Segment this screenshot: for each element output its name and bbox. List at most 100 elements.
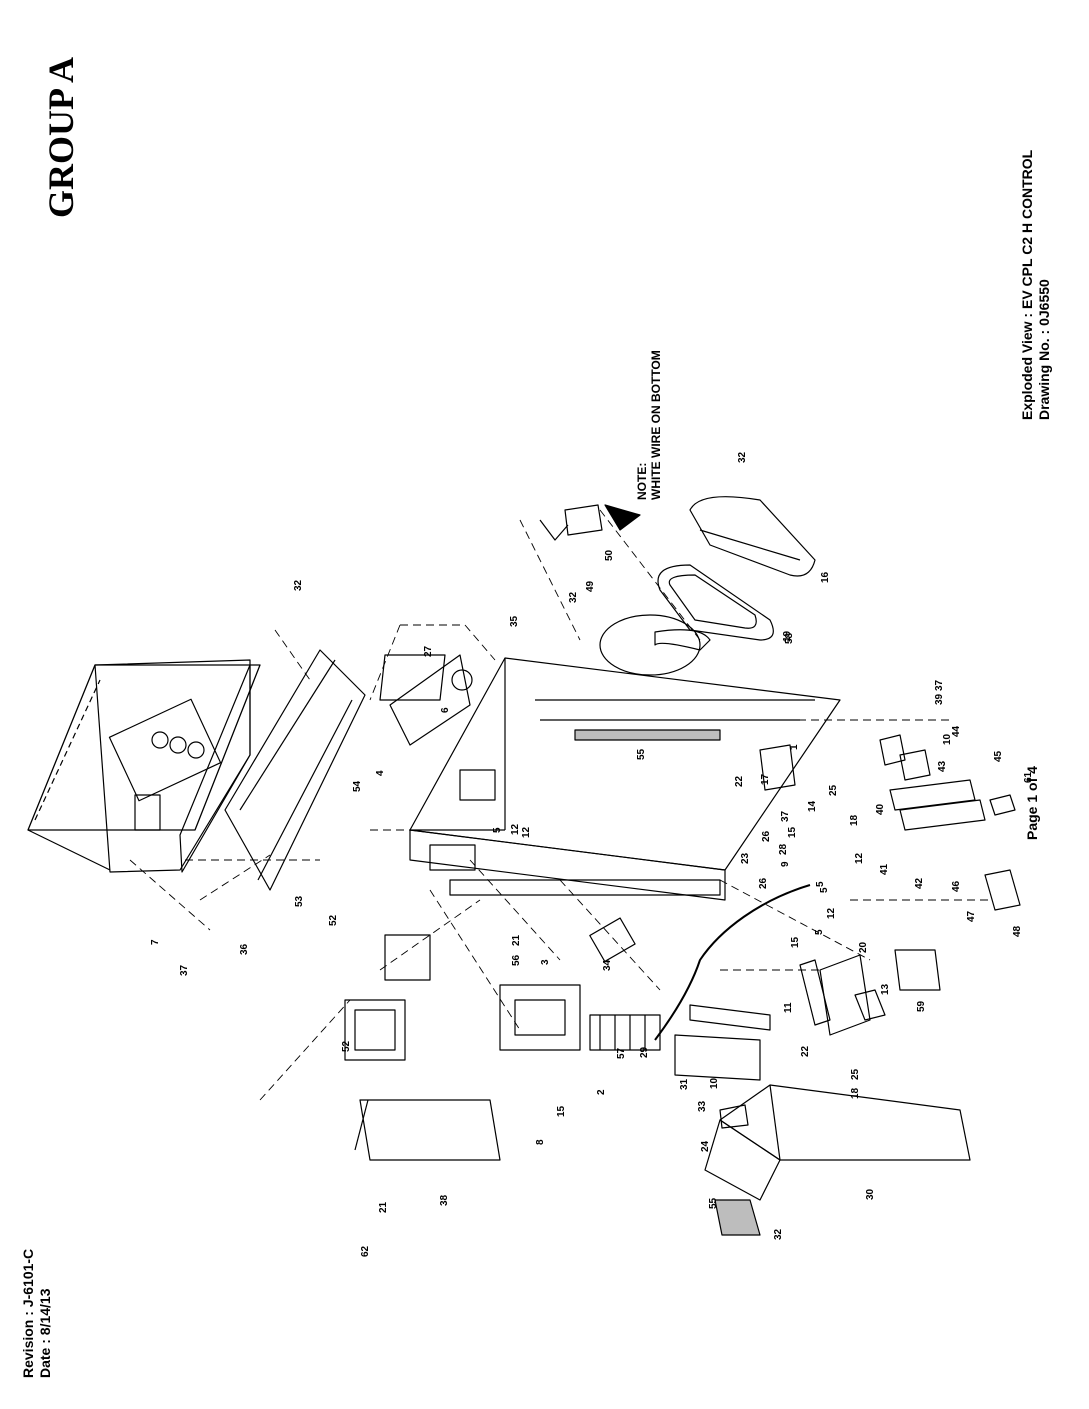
callout: 59 bbox=[916, 1000, 927, 1012]
part-57-terminal bbox=[589, 1014, 661, 1051]
callout: 16 bbox=[820, 571, 831, 583]
callout: 37 bbox=[934, 679, 945, 691]
part-29-bracket bbox=[674, 1034, 761, 1081]
callout: 28 bbox=[778, 843, 789, 855]
callout: 62 bbox=[360, 1245, 371, 1257]
callout: 13 bbox=[880, 983, 891, 995]
parts-4-6-plate bbox=[389, 654, 471, 746]
callout: 53 bbox=[294, 895, 305, 907]
callout: 15 bbox=[556, 1105, 567, 1117]
hood-and-gasket bbox=[654, 496, 816, 651]
callout: 5 bbox=[815, 881, 826, 887]
callout: 37 bbox=[780, 810, 791, 822]
part-20-terminal-strip bbox=[799, 954, 886, 1036]
part-2-relay-box bbox=[499, 984, 581, 1051]
callout: 57 bbox=[616, 1047, 627, 1059]
callout: 43 bbox=[937, 760, 948, 772]
callout: 32 bbox=[737, 451, 748, 463]
callout: 33 bbox=[697, 1100, 708, 1112]
callout: 32 bbox=[773, 1228, 784, 1240]
part-49-50-clip bbox=[539, 504, 641, 541]
callout: 41 bbox=[879, 863, 890, 875]
callout: 18 bbox=[850, 1087, 861, 1099]
callout: 45 bbox=[993, 750, 1004, 762]
callout: 10 bbox=[942, 733, 953, 745]
callout: 32 bbox=[293, 579, 304, 591]
part-34-connector bbox=[589, 917, 636, 963]
callout: 11 bbox=[783, 1002, 794, 1013]
part-36-bracket bbox=[224, 649, 366, 891]
callout: 21 bbox=[511, 934, 522, 946]
callout: 17 bbox=[760, 773, 771, 785]
callout: 40 bbox=[875, 803, 886, 815]
callout: 1 bbox=[789, 744, 800, 750]
callout: 38 bbox=[439, 1194, 450, 1206]
callout: 19 bbox=[782, 630, 793, 642]
part-38-cover bbox=[354, 1099, 501, 1161]
callout: 25 bbox=[828, 784, 839, 796]
callout: 15 bbox=[787, 826, 798, 838]
callout: 34 bbox=[602, 959, 613, 971]
callout: 12 bbox=[510, 823, 521, 835]
callout: 20 bbox=[858, 941, 869, 953]
part-11-bracket bbox=[689, 1004, 771, 1031]
callout: 35 bbox=[509, 615, 520, 627]
callout: 26 bbox=[758, 877, 769, 889]
callout: 29 bbox=[639, 1046, 650, 1058]
callout: 37 bbox=[179, 964, 190, 976]
callout: 55 bbox=[636, 748, 647, 760]
callout: 10 bbox=[709, 1077, 720, 1089]
part-30-cover bbox=[704, 1084, 971, 1201]
callout: 61 bbox=[1023, 771, 1034, 783]
callout: 42 bbox=[914, 877, 925, 889]
callout: 49 bbox=[585, 580, 596, 592]
callout: 36 bbox=[239, 943, 250, 955]
callout: 25 bbox=[850, 1068, 861, 1080]
callout: 22 bbox=[734, 775, 745, 787]
callout: 52 bbox=[328, 914, 339, 926]
callout: 55 bbox=[708, 1197, 719, 1209]
callout: 52 bbox=[341, 1040, 352, 1052]
callout: 46 bbox=[951, 880, 962, 892]
callout: 30 bbox=[865, 1188, 876, 1200]
callout: 12 bbox=[854, 852, 865, 864]
callout: 14 bbox=[807, 800, 818, 812]
callout: 32 bbox=[568, 591, 579, 603]
callout: 26 bbox=[761, 830, 772, 842]
callout: 21 bbox=[378, 1201, 389, 1213]
callout: 48 bbox=[1012, 925, 1023, 937]
leader-lines-upper bbox=[129, 509, 990, 1101]
callout: 15 bbox=[790, 936, 801, 948]
control-chassis-assembly bbox=[27, 659, 261, 873]
callout: 54 bbox=[352, 780, 363, 792]
callout: 5 bbox=[819, 887, 830, 893]
callout: 22 bbox=[800, 1045, 811, 1057]
callout: 7 bbox=[150, 939, 161, 945]
callout: 44 bbox=[951, 725, 962, 737]
callout: 2 bbox=[596, 1089, 607, 1095]
callout: 23 bbox=[740, 852, 751, 864]
callout: 9 bbox=[780, 861, 791, 867]
callout-labels: 1 2 3 4 5 5 5 5 6 7 8 9 10 10 11 12 12 1… bbox=[150, 451, 1034, 1257]
callout: 50 bbox=[604, 549, 615, 561]
callout: 5 bbox=[814, 929, 825, 935]
part-55-gasket-lower bbox=[714, 1199, 761, 1236]
callout: 27 bbox=[423, 645, 434, 657]
callout: 12 bbox=[521, 826, 532, 838]
callout: 5 bbox=[492, 827, 503, 833]
part-24-bracket bbox=[719, 1104, 749, 1129]
callout: 39 bbox=[934, 693, 945, 705]
callout: 4 bbox=[375, 770, 386, 776]
callout: 18 bbox=[849, 814, 860, 826]
callout: 56 bbox=[511, 954, 522, 966]
callout: 24 bbox=[700, 1140, 711, 1152]
main-enclosure bbox=[379, 614, 841, 901]
part-52-transformer bbox=[344, 934, 431, 1061]
part-59-label bbox=[894, 949, 941, 991]
callout: 12 bbox=[826, 907, 837, 919]
callout: 47 bbox=[966, 910, 977, 922]
right-hardware-group bbox=[759, 734, 1021, 911]
callout: 3 bbox=[540, 959, 551, 965]
